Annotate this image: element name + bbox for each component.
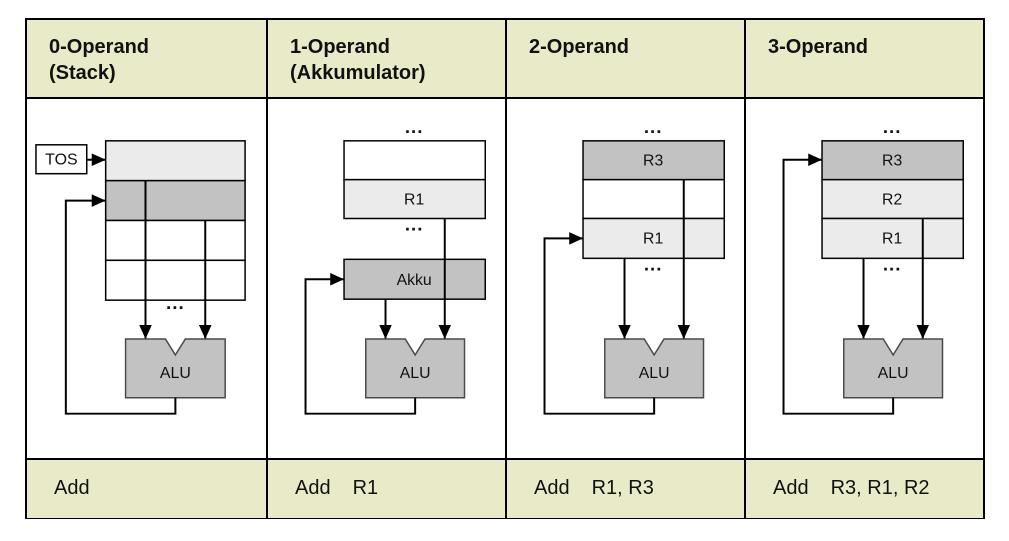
instruction-operands: R1 bbox=[352, 477, 379, 499]
stack-ellipsis: ... bbox=[166, 293, 185, 314]
instruction-mnemonic: Add bbox=[295, 477, 331, 499]
alu-label: ALU bbox=[400, 365, 431, 382]
tos-box bbox=[35, 144, 88, 175]
registers-ellipsis-top: ... bbox=[883, 116, 902, 137]
alu-shape bbox=[124, 338, 226, 399]
stack-cell-2 bbox=[104, 179, 246, 222]
wire-result-feedback bbox=[64, 194, 177, 415]
header-line2: (Stack) bbox=[49, 62, 116, 84]
alu-label: ALU bbox=[160, 365, 191, 382]
instruction-operands: R3, R1, R2 bbox=[830, 477, 930, 499]
header-0-operand: 0-Operand (Stack) bbox=[27, 20, 266, 99]
wire-result-feedback bbox=[782, 153, 895, 415]
register-cell-r2 bbox=[821, 178, 964, 220]
stack-cell-tos bbox=[104, 140, 246, 182]
register-r3-label: R3 bbox=[643, 153, 663, 170]
register-r1-label: R1 bbox=[882, 230, 902, 247]
instruction-accumulator: Add R1 bbox=[266, 457, 505, 518]
register-r2-label: R2 bbox=[882, 192, 902, 209]
instruction-stack: Add bbox=[27, 457, 266, 518]
stack-machine-svg: TOS ... ALU bbox=[35, 140, 246, 415]
register-r3-label: R3 bbox=[882, 153, 902, 170]
header-line2: (Akkumulator) bbox=[290, 62, 426, 84]
diagram-accumulator-machine: ... R1 ... Akku ALU bbox=[266, 99, 505, 458]
accumulator-machine-svg: ... R1 ... Akku ALU bbox=[304, 116, 486, 415]
instruction-two-operand: Add R1, R3 bbox=[505, 457, 744, 518]
stack-cell-4 bbox=[104, 259, 246, 301]
isa-comparison-table: 0-Operand (Stack) 1-Operand (Akkumulator… bbox=[25, 18, 985, 519]
three-operand-machine-svg: ... R3 R2 R1 ... ALU bbox=[782, 116, 964, 415]
registers-ellipsis-bottom: ... bbox=[644, 253, 663, 274]
register-r1-label: R1 bbox=[643, 230, 663, 247]
tos-label: TOS bbox=[45, 152, 77, 169]
instruction-mnemonic: Add bbox=[773, 477, 809, 499]
alu-shape bbox=[365, 338, 466, 399]
header-line1: 2-Operand bbox=[529, 36, 630, 58]
register-cell-r3 bbox=[582, 140, 725, 181]
register-cell-r1 bbox=[821, 217, 964, 260]
register-cell-r3 bbox=[821, 140, 964, 181]
alu-shape bbox=[604, 338, 705, 399]
alu-label: ALU bbox=[878, 365, 909, 382]
diagram-stack-machine: TOS ... ALU bbox=[27, 99, 266, 458]
registers-ellipsis-mid: ... bbox=[405, 213, 424, 234]
wire-result-feedback bbox=[543, 232, 656, 415]
header-line1: 0-Operand bbox=[49, 36, 150, 58]
registers-ellipsis-top: ... bbox=[644, 116, 663, 137]
register-r1-label: R1 bbox=[404, 192, 424, 209]
register-cell-empty bbox=[343, 140, 486, 181]
register-cell-r1 bbox=[343, 178, 486, 220]
header-line1: 3-Operand bbox=[768, 36, 869, 58]
alu-label: ALU bbox=[639, 365, 670, 382]
stack-cell-3 bbox=[104, 219, 246, 262]
two-operand-machine-svg: ... R3 R1 ... ALU bbox=[543, 116, 725, 415]
instruction-operands: R1, R3 bbox=[591, 477, 654, 499]
header-1-operand: 1-Operand (Akkumulator) bbox=[266, 20, 505, 99]
register-cell-empty bbox=[582, 178, 725, 220]
register-cell-r1 bbox=[582, 217, 725, 260]
header-line1: 1-Operand bbox=[290, 36, 391, 58]
wire-result-feedback bbox=[304, 272, 417, 415]
registers-ellipsis-top: ... bbox=[405, 116, 424, 137]
akku-label: Akku bbox=[397, 272, 432, 289]
instruction-three-operand: Add R3, R1, R2 bbox=[744, 457, 983, 518]
registers-ellipsis-bottom: ... bbox=[883, 253, 902, 274]
header-3-operand: 3-Operand bbox=[744, 20, 983, 99]
diagram-three-operand-machine: ... R3 R2 R1 ... ALU bbox=[744, 99, 983, 458]
alu-shape bbox=[843, 338, 944, 399]
diagram-two-operand-machine: ... R3 R1 ... ALU bbox=[505, 99, 744, 458]
instruction-mnemonic: Add bbox=[534, 477, 570, 499]
header-2-operand: 2-Operand bbox=[505, 20, 744, 99]
instruction-mnemonic: Add bbox=[54, 477, 90, 499]
